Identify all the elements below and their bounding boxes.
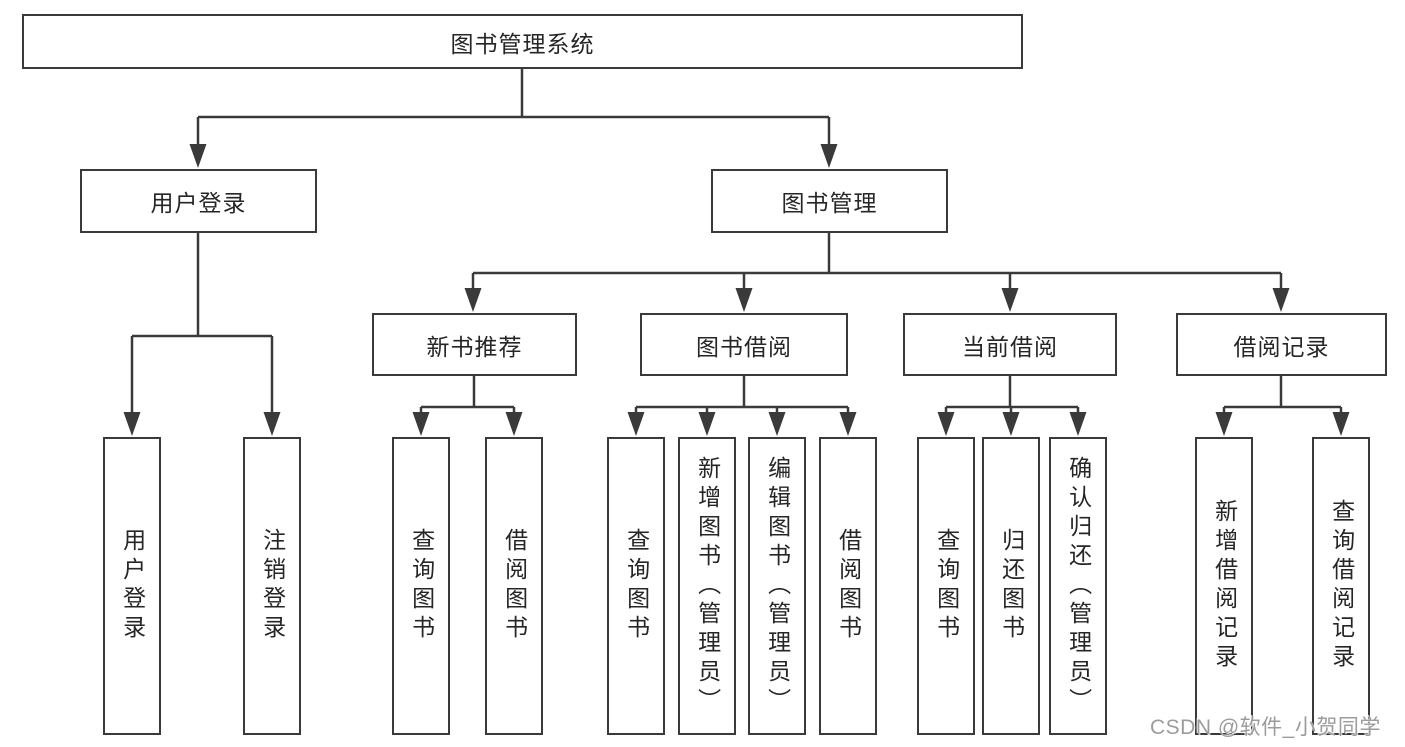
node-book-borrowing: 图书借阅	[640, 313, 848, 376]
csdn-watermark: CSDN @软件_小贺同学	[1150, 716, 1381, 739]
leaf-query-books-recommend: 查询图书	[392, 437, 450, 735]
leaf-add-borrow-record: 新增借阅记录	[1195, 437, 1253, 735]
leaf-user-login: 用户登录	[103, 437, 161, 735]
leaf-borrow-books: 借阅图书	[819, 437, 877, 735]
leaf-edit-book-admin: 编辑图书（管理员）	[748, 437, 806, 735]
node-new-book-recommendation: 新书推荐	[372, 313, 577, 376]
node-library-management-system: 图书管理系统	[22, 14, 1023, 69]
leaf-add-book-admin: 新增图书（管理员）	[678, 437, 736, 735]
leaf-query-borrow-record: 查询借阅记录	[1312, 437, 1370, 735]
leaf-query-books-current: 查询图书	[917, 437, 975, 735]
leaf-query-books-borrow: 查询图书	[607, 437, 665, 735]
connector-lines	[130, 69, 1343, 416]
leaf-logout: 注销登录	[243, 437, 301, 735]
arrowhead-icons	[123, 144, 1350, 436]
leaf-confirm-return-admin: 确认归还（管理员）	[1049, 437, 1107, 735]
leaf-borrow-books-recommend: 借阅图书	[485, 437, 543, 735]
node-current-borrowing: 当前借阅	[903, 313, 1117, 376]
node-user-login: 用户登录	[80, 169, 317, 233]
leaf-return-books: 归还图书	[982, 437, 1040, 735]
node-borrowing-records: 借阅记录	[1176, 313, 1387, 376]
node-book-management: 图书管理	[711, 169, 948, 233]
